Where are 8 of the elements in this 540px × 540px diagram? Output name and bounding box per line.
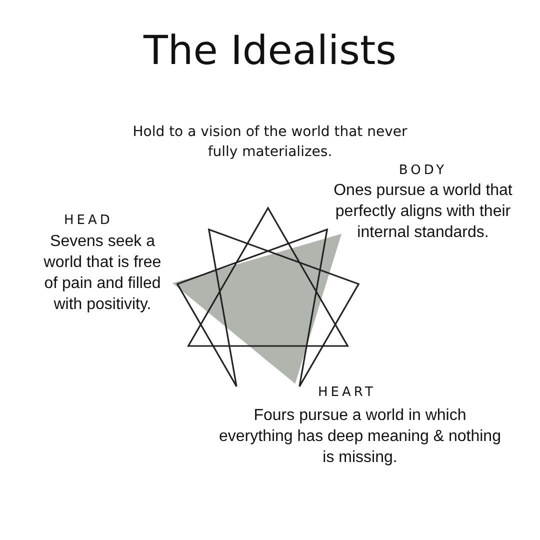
subtitle: Hold to a vision of the world that never fully materializes. xyxy=(132,123,408,162)
description: Fours pursue a world in which everything has deep meaning & nothing is missing. xyxy=(218,406,502,468)
section-heading: BODY xyxy=(398,163,448,178)
title: The Idealists xyxy=(142,28,398,74)
description: Ones pursue a world that perfectly aligns with their internal standards. xyxy=(332,181,514,243)
section-heading: HEAD xyxy=(63,213,114,228)
description: Sevens seek a world that is free of pain and filled with positivity. xyxy=(42,232,162,315)
section-heading: HEART xyxy=(318,385,377,400)
